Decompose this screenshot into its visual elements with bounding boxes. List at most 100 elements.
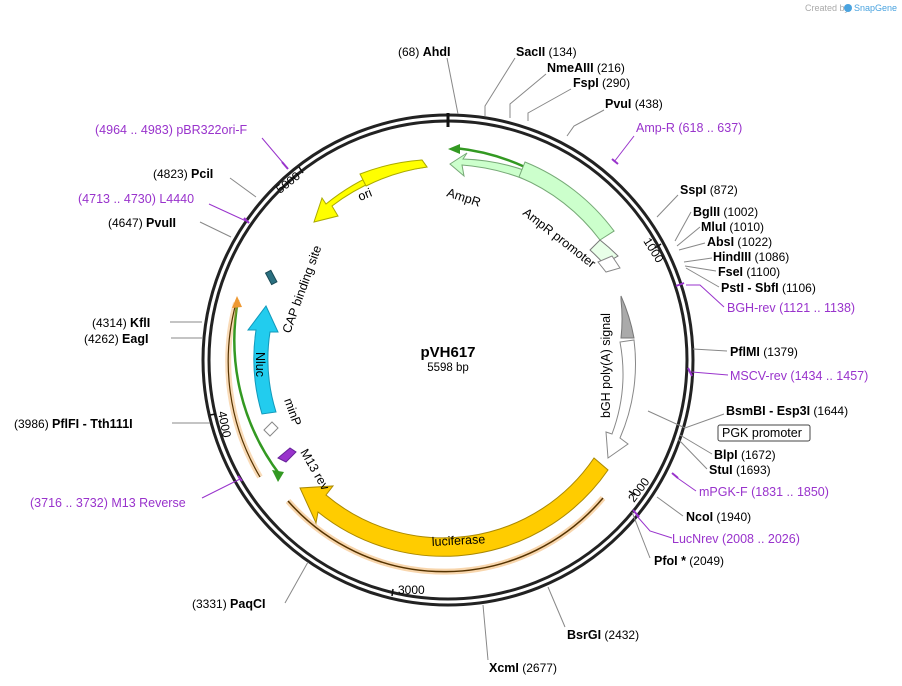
leader-pvui <box>566 109 605 137</box>
minp-feature <box>263 421 279 437</box>
enzyme-eagi[interactable]: (4262) EagI <box>84 332 148 346</box>
primer-tick-mscv <box>687 367 693 377</box>
enzyme-pflmi[interactable]: PflMI (1379) <box>730 345 798 359</box>
enzyme-blpi[interactable]: BlpI (1672) <box>714 448 776 462</box>
enzyme-fspi[interactable]: FspI (290) <box>573 76 630 90</box>
enzyme-nmeaiii[interactable]: NmeAIII (216) <box>547 61 625 75</box>
tick-5000-mark <box>298 166 304 174</box>
leader-ahdi <box>446 57 459 115</box>
primer-bgh-rev[interactable]: BGH-rev (1121 .. 1138) <box>727 301 855 315</box>
leader-bglii <box>674 211 692 242</box>
primer-lucnrev[interactable]: LucNrev (2008 .. 2026) <box>672 532 800 546</box>
leader-fsei <box>684 265 717 272</box>
tick-3000-mark <box>391 588 394 597</box>
leader-xcmi <box>482 604 489 661</box>
nluc-orf-arrowhead <box>272 470 284 482</box>
primer-leader-l4440 <box>208 203 247 222</box>
primer-leader-m13 <box>201 478 241 499</box>
nluc-orf-end-icon <box>232 296 242 308</box>
primer-tick-l4440 <box>243 217 250 224</box>
primer-m13-reverse[interactable]: (3716 .. 3732) M13 Reverse <box>30 496 186 510</box>
leader-bsmbi <box>647 410 725 429</box>
tick-3000: 3000 <box>398 583 425 597</box>
enzyme-pcii[interactable]: (4823) PciI <box>153 167 213 181</box>
backbone <box>201 113 695 607</box>
leader-blpi <box>679 434 713 455</box>
ori-body <box>359 159 428 187</box>
enzyme-stui[interactable]: StuI (1693) <box>709 463 771 477</box>
cap-label: CAP binding site <box>280 244 325 335</box>
enzyme-xcmi[interactable]: XcmI (2677) <box>489 661 557 675</box>
enzyme-ahdi[interactable]: (68) AhdI <box>398 45 450 59</box>
credit-brand: SnapGene <box>854 3 897 13</box>
enzyme-fsei[interactable]: FseI (1100) <box>718 265 780 279</box>
scale-ticks <box>209 166 662 597</box>
nluc-orf-inner <box>227 302 261 478</box>
leader-hindiii <box>683 257 713 263</box>
primer-tick-lucnrev <box>632 509 640 518</box>
leader-nmeaiii <box>509 73 547 118</box>
plasmid-length: 5598 bp <box>427 362 469 374</box>
primer-leader-mpgk <box>675 476 697 492</box>
pgk-label-box <box>717 424 811 442</box>
leader-pflmi <box>692 348 728 352</box>
enzyme-bsrgi[interactable]: BsrGI (2432) <box>567 628 639 642</box>
leader-bsrgi <box>547 586 566 628</box>
primer-mscv-rev[interactable]: MSCV-rev (1434 .. 1457) <box>730 369 868 383</box>
tick-1000-mark <box>654 243 662 249</box>
enzyme-leaders <box>170 57 728 661</box>
primer-mpgk-f[interactable]: mPGK-F (1831 .. 1850) <box>699 485 829 499</box>
ori-label: ori <box>356 186 374 204</box>
primer-l4440[interactable]: (4713 .. 4730) L4440 <box>78 192 194 206</box>
plasmid-name: pVH617 <box>420 344 475 361</box>
credit-prefix: Created by <box>805 3 850 13</box>
enzyme-psti-sbfi[interactable]: PstI - SbfI (1106) <box>721 281 816 295</box>
leader-pvuii <box>199 221 232 238</box>
luciferase-feature <box>299 457 609 557</box>
bgh-label: bGH poly(A) signal <box>599 313 613 418</box>
enzyme-kfli[interactable]: (4314) KflI <box>92 316 150 330</box>
leader-sspi <box>656 194 679 218</box>
bgh-feature <box>620 295 635 339</box>
enzyme-absi[interactable]: AbsI (1022) <box>707 235 772 249</box>
enzyme-pflfi-tth111i[interactable]: (3986) PflFI - Tth111I <box>14 417 133 431</box>
enzyme-mlui[interactable]: MluI (1010) <box>701 220 764 234</box>
m13rev-feature <box>277 447 297 463</box>
nluc-feature <box>247 305 279 415</box>
leader-pcii <box>229 177 257 198</box>
enzyme-hindiii[interactable]: HindIII (1086) <box>713 250 789 264</box>
leader-mlui <box>676 226 701 247</box>
primer-pbr322ori-f[interactable]: (4964 .. 4983) pBR322ori-F <box>95 123 248 137</box>
pgk-feature <box>605 339 637 459</box>
ampr-body <box>518 161 615 241</box>
leader-psti <box>685 267 720 288</box>
primer-leader-bgh <box>686 284 725 308</box>
enzyme-sacii[interactable]: SacII (134) <box>516 45 577 59</box>
enzyme-pvuii[interactable]: (4647) PvuII <box>108 216 176 230</box>
luc-orf-line <box>287 497 604 573</box>
enzyme-bsmbi-esp3i[interactable]: BsmBI - Esp3I (1644) <box>726 404 848 418</box>
ampr-promoter-arrow <box>597 255 621 273</box>
leader-ncoi <box>656 496 684 517</box>
primer-leader-ampr <box>613 135 635 163</box>
primer-tick-m13 <box>237 475 243 482</box>
pgk-label: PGK promoter <box>722 426 802 440</box>
ampr-orf-arrowhead <box>448 144 460 154</box>
m13rev-label: M13 rev <box>297 447 332 494</box>
enzyme-labels: (68) AhdI SacII (134) NmeAIII (216) FspI… <box>14 45 848 675</box>
enzyme-sspi[interactable]: SspI (872) <box>680 183 738 197</box>
tick-4000: 4000 <box>215 410 234 439</box>
snapgene-logo-icon <box>844 4 852 12</box>
primer-labels: Amp-R (618 .. 637) BGH-rev (1121 .. 1138… <box>30 121 868 546</box>
enzyme-pvui[interactable]: PvuI (438) <box>605 97 663 111</box>
primer-markers <box>201 135 729 539</box>
primer-tick-bgh <box>675 282 685 287</box>
enzyme-ncoi[interactable]: NcoI (1940) <box>686 510 751 524</box>
enzyme-paqci[interactable]: (3331) PaqCI <box>192 597 265 611</box>
primer-amp-r[interactable]: Amp-R (618 .. 637) <box>636 121 742 135</box>
ampr-label: AmpR <box>445 186 482 210</box>
enzyme-bglii[interactable]: BglII (1002) <box>693 205 758 219</box>
leader-stui <box>677 438 708 470</box>
enzyme-pfoi[interactable]: PfoI * (2049) <box>654 554 724 568</box>
